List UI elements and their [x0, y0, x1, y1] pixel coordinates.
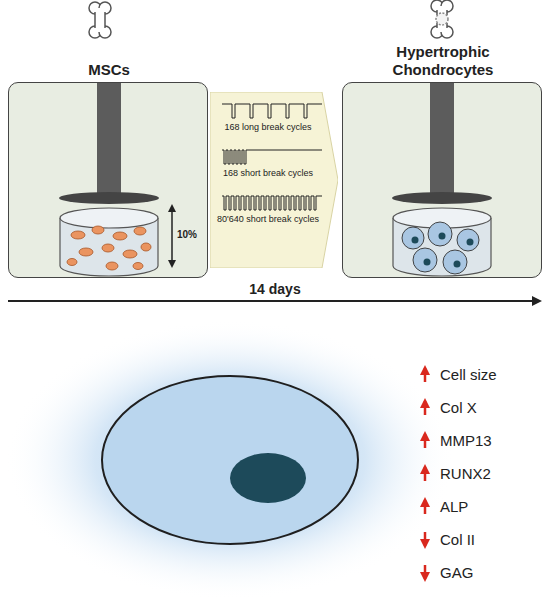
loading-regime: 168 long break cycles [214, 122, 322, 132]
fractured-bone-icon [431, 0, 453, 38]
marker-label: MMP13 [440, 432, 492, 449]
panel-title: MSCs [39, 61, 179, 79]
time-arrow [8, 300, 540, 302]
loading-arrow: 168 long break cycles 168 short break cyc… [210, 92, 338, 268]
loading-regime: 80'640 short break cycles [214, 214, 322, 224]
cell-glow [5, 320, 455, 600]
sample-panel: Hypertrophic Chondrocytes [342, 82, 542, 278]
loading-regime: 168 short break cycles [214, 168, 322, 178]
strain-label: 10% [177, 229, 197, 240]
marker-label: Col II [440, 531, 475, 548]
marker-label: GAG [440, 564, 473, 581]
sample-panel: MSCs [8, 82, 208, 278]
marker-label: Cell size [440, 366, 497, 383]
marker-label: Col X [440, 399, 477, 416]
arrow-shape [210, 92, 338, 268]
marker-label: RUNX2 [440, 465, 491, 482]
change-arrows [424, 368, 427, 579]
marker-label: ALP [440, 498, 468, 515]
bone-icon [89, 2, 111, 38]
cell-body [102, 376, 358, 544]
panel-title: Hypertrophic Chondrocytes [373, 43, 513, 79]
time-label: 14 days [249, 281, 300, 297]
cell-nucleus [230, 453, 306, 503]
